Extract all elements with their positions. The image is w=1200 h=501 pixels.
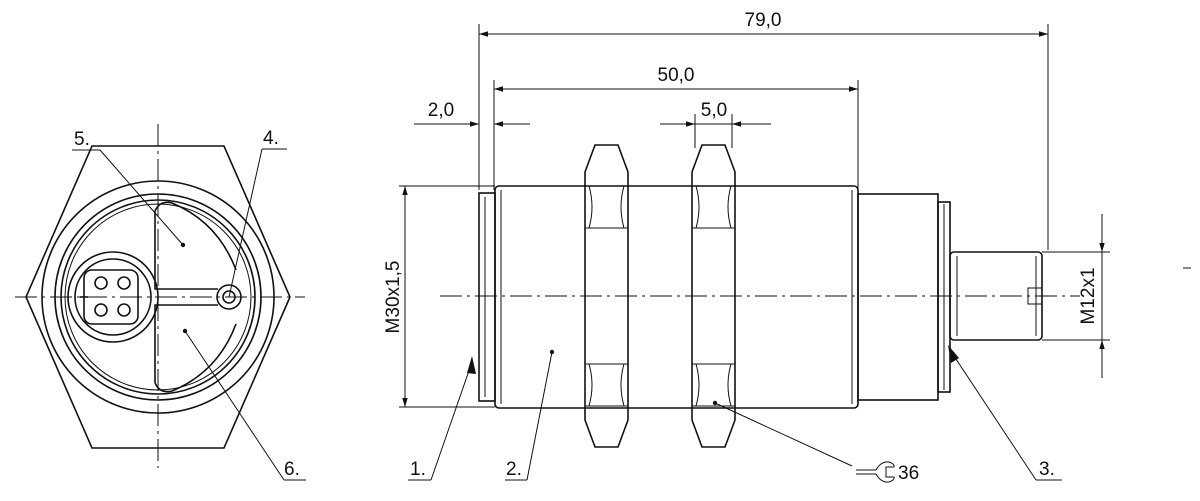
- housing-body: [494, 185, 859, 409]
- callout-4: 4.: [263, 128, 279, 149]
- connector-outer: [67, 251, 159, 343]
- leader-arrow-1: [467, 356, 476, 374]
- callout-6: 6.: [284, 459, 300, 480]
- wrench-size: 36: [898, 463, 919, 484]
- dimensions: 79,0 50,0 5,0 2,0 M30x1,5 M12x1: [383, 10, 1110, 408]
- dim-5: 5,0: [701, 100, 727, 121]
- leader-line-2: [526, 351, 553, 481]
- dim-50: 50,0: [658, 65, 695, 86]
- potentiometer-outer: [216, 284, 242, 310]
- leader-arrow-3: [948, 345, 959, 363]
- housing-ring-outer: [54, 193, 262, 401]
- side-callouts: 1. 2. 3. 36: [408, 345, 1062, 484]
- connector-pin: [117, 303, 131, 317]
- housing-ring-edge: [64, 203, 252, 391]
- hex-nut-circle: [41, 180, 275, 414]
- leader-line-wrench: [714, 402, 853, 467]
- rear-housing: [857, 193, 939, 401]
- dim-79: 79,0: [745, 10, 782, 31]
- m12-key: [1027, 287, 1043, 305]
- leader-line-6: [184, 330, 285, 481]
- nut-right: [691, 144, 736, 448]
- leader-line-3: [949, 349, 1037, 481]
- dim-2: 2,0: [428, 100, 454, 121]
- callout-1: 1.: [410, 459, 426, 480]
- nut-left-chamfers: [588, 185, 625, 407]
- led-window-lower-arc: [154, 323, 237, 393]
- callout-5: 5.: [74, 129, 90, 150]
- front-view: 5. 4. 6.: [15, 124, 306, 481]
- dim-m30: M30x1,5: [383, 261, 404, 334]
- nut-left: [584, 144, 629, 448]
- hex-nut-outline: [25, 145, 291, 449]
- connector-shell: [74, 258, 152, 336]
- led-window-lower-edge: [154, 304, 218, 383]
- housing-ring-inner: [60, 199, 256, 395]
- connector-pin: [94, 276, 108, 290]
- side-view: [440, 144, 1080, 448]
- callout-2: 2.: [506, 459, 522, 480]
- leader-line-5: [99, 149, 184, 246]
- flange: [478, 192, 496, 402]
- potentiometer-inner: [222, 290, 236, 304]
- connector-pin: [94, 303, 108, 317]
- leader-line-1: [430, 361, 473, 481]
- dim-m12: M12x1: [1078, 267, 1099, 324]
- led-window-upper-edge: [154, 211, 218, 290]
- wrench-icon: [856, 461, 895, 483]
- nut-right-chamfers: [695, 185, 732, 407]
- leader-line-4: [228, 148, 263, 298]
- led-window-upper-arc: [154, 201, 237, 271]
- connector-pin: [117, 276, 131, 290]
- callout-3: 3.: [1039, 459, 1055, 480]
